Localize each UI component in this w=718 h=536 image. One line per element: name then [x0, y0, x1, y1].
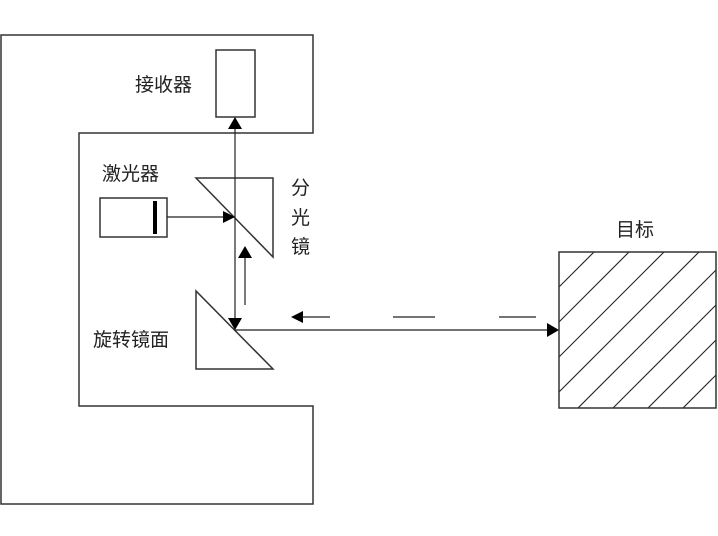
arrow-head-receiver — [228, 117, 242, 129]
laser-label: 激光器 — [102, 163, 159, 185]
arrow-head-down — [228, 318, 242, 330]
splitter-label-3: 镜 — [291, 236, 310, 258]
hatch-line — [559, 252, 630, 323]
hatch-line — [559, 252, 700, 393]
target-hatching — [559, 252, 716, 408]
hatch-line — [682, 374, 716, 408]
hatch-line — [559, 252, 665, 358]
target-box — [558, 251, 717, 409]
housing-frame — [0, 34, 314, 505]
splitter-label-1: 分 — [291, 177, 310, 199]
splitter-label-2: 光 — [291, 207, 310, 229]
receiver-label: 接收器 — [135, 74, 192, 96]
hatch-line — [647, 339, 716, 408]
arrow-head-target — [547, 323, 559, 337]
rotating-mirror — [195, 289, 275, 370]
arrow-head-laser — [223, 211, 235, 223]
hatch-line — [559, 252, 595, 288]
target-label: 目标 — [616, 219, 654, 241]
hatch-line — [612, 304, 716, 408]
receiver-box — [215, 49, 256, 118]
arrow-head-return — [291, 311, 303, 323]
rotating-mirror-label: 旋转镜面 — [93, 329, 169, 351]
hatch-line — [577, 269, 716, 408]
arrow-head-up — [238, 246, 252, 258]
